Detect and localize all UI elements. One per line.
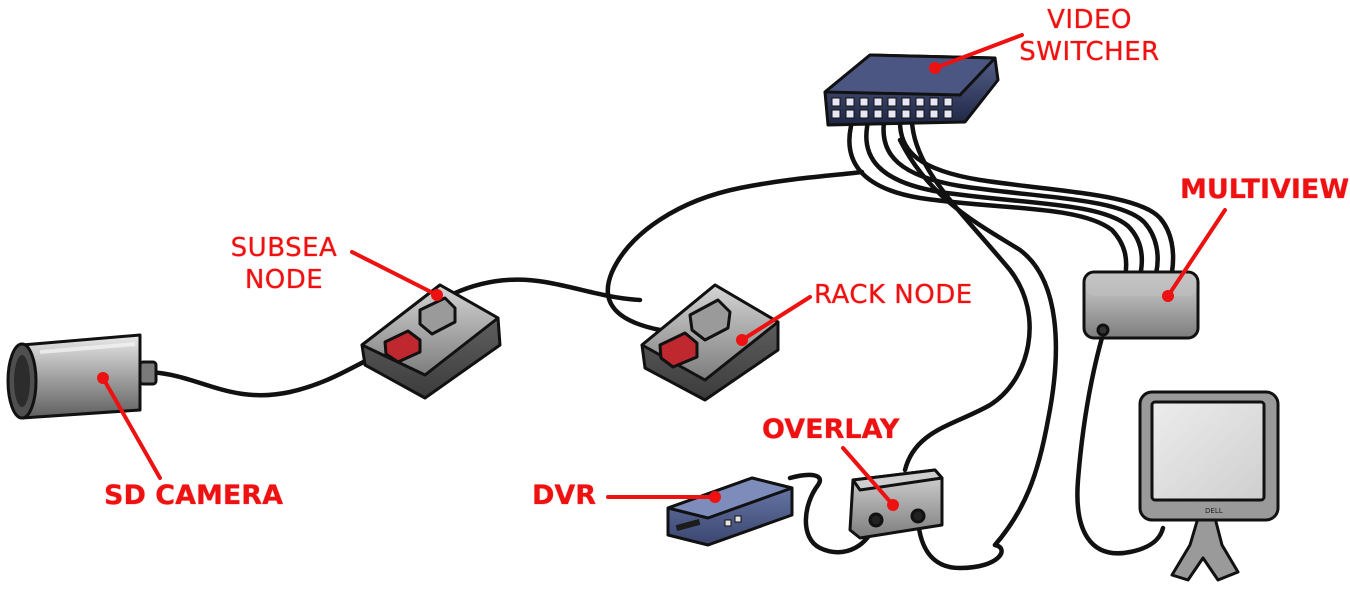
pointer-overlay xyxy=(841,446,895,507)
cable-camera-subsea xyxy=(147,352,381,398)
svg-text:DELL: DELL xyxy=(1205,507,1223,515)
pointer-dot-sd-camera xyxy=(97,372,109,384)
cables xyxy=(147,119,1176,571)
cable-switcher-overlay xyxy=(902,119,1032,473)
cable-rack-switcher xyxy=(605,169,865,333)
label-rack-node: RACK NODE xyxy=(814,280,973,310)
pointer-dot-overlay xyxy=(887,499,899,511)
video-switcher xyxy=(823,53,1000,127)
label-subsea-node-line-2: NODE xyxy=(244,265,324,295)
pointer-dot-dvr xyxy=(709,491,721,503)
pointer-subsea-node xyxy=(350,250,439,297)
pointer-dot-rack-node xyxy=(736,334,748,346)
label-video-switcher-line-2: SWITCHER xyxy=(1019,37,1160,67)
cable-overlay-dvr xyxy=(787,472,879,555)
cable-switcher-multiviewer-4 xyxy=(897,119,1176,275)
subsea-node xyxy=(360,283,502,400)
monitor: DELL xyxy=(1138,390,1280,582)
pointers xyxy=(97,33,1227,511)
pointer-multiviewer xyxy=(1166,208,1227,298)
label-subsea-node-line-1: SUBSEA xyxy=(230,233,338,263)
cable-switcher-multiviewer-3 xyxy=(881,119,1160,277)
label-sd-camera: SD CAMERA xyxy=(104,480,283,511)
pointer-dot-subsea-node xyxy=(431,289,443,301)
pointer-rack-node xyxy=(740,295,812,342)
cable-switcher-multiviewer-2 xyxy=(864,119,1145,279)
pointer-dot-video-switcher xyxy=(929,62,941,74)
rack-node xyxy=(640,283,780,402)
dvr xyxy=(666,476,794,547)
label-overlay: OVERLAY xyxy=(762,414,900,445)
cable-overlay-loop xyxy=(915,517,1004,571)
multiviewer xyxy=(1082,270,1200,340)
cable-switcher-monitor xyxy=(897,137,1059,548)
pointer-video-switcher xyxy=(933,33,1024,70)
cable-subsea-rack xyxy=(452,277,643,303)
label-subsea-node: SUBSEA NODE xyxy=(218,232,350,296)
pointer-dot-multiviewer xyxy=(1162,290,1174,302)
sd-camera xyxy=(6,333,158,420)
cable-switcher-multiviewer-1 xyxy=(847,119,1129,281)
label-video-switcher-line-1: VIDEO xyxy=(1047,5,1132,35)
pointer-sd-camera xyxy=(101,376,162,480)
label-multiviewer: MULTIVIEWER xyxy=(1180,174,1350,205)
label-video-switcher: VIDEO SWITCHER xyxy=(1012,4,1167,68)
cable-multiviewer-monitor xyxy=(1075,331,1166,556)
label-dvr: DVR xyxy=(532,480,597,511)
